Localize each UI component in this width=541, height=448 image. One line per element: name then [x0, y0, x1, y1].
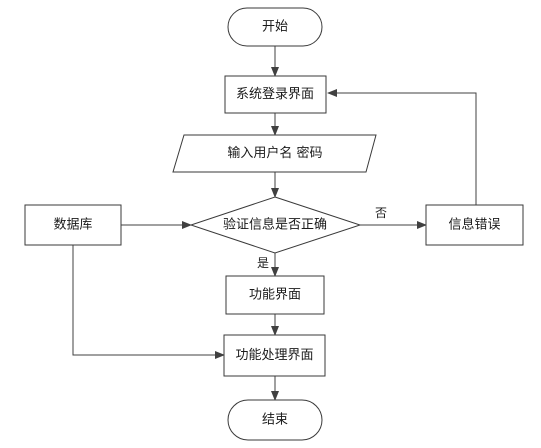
verify-decision-label: 验证信息是否正确	[223, 217, 327, 233]
error-label: 信息错误	[448, 217, 500, 233]
no-branch-label: 否	[375, 206, 387, 220]
database-node: 数据库	[24, 204, 122, 246]
yes-branch-label: 是	[257, 256, 269, 270]
function-screen-label: 功能界面	[249, 288, 301, 303]
database-label: 数据库	[53, 217, 92, 233]
login-screen-node: 系统登录界面	[224, 75, 327, 114]
input-credentials-label: 输入用户名 密码	[227, 145, 322, 161]
input-credentials-node: 输入用户名 密码	[172, 134, 377, 173]
end-label: 结束	[262, 413, 288, 428]
verify-decision-node: 验证信息是否正确	[189, 196, 362, 254]
start-node: 开始	[227, 7, 323, 47]
start-label: 开始	[262, 20, 288, 35]
edge-database-to-process	[72, 245, 225, 359]
error-node: 信息错误	[425, 204, 524, 246]
end-node: 结束	[227, 399, 323, 441]
edge-error-to-login	[327, 89, 477, 205]
processing-screen-label: 功能处理界面	[235, 348, 313, 363]
login-screen-label: 系统登录界面	[236, 87, 314, 102]
function-screen-node: 功能界面	[225, 275, 325, 315]
processing-screen-node: 功能处理界面	[223, 334, 326, 377]
